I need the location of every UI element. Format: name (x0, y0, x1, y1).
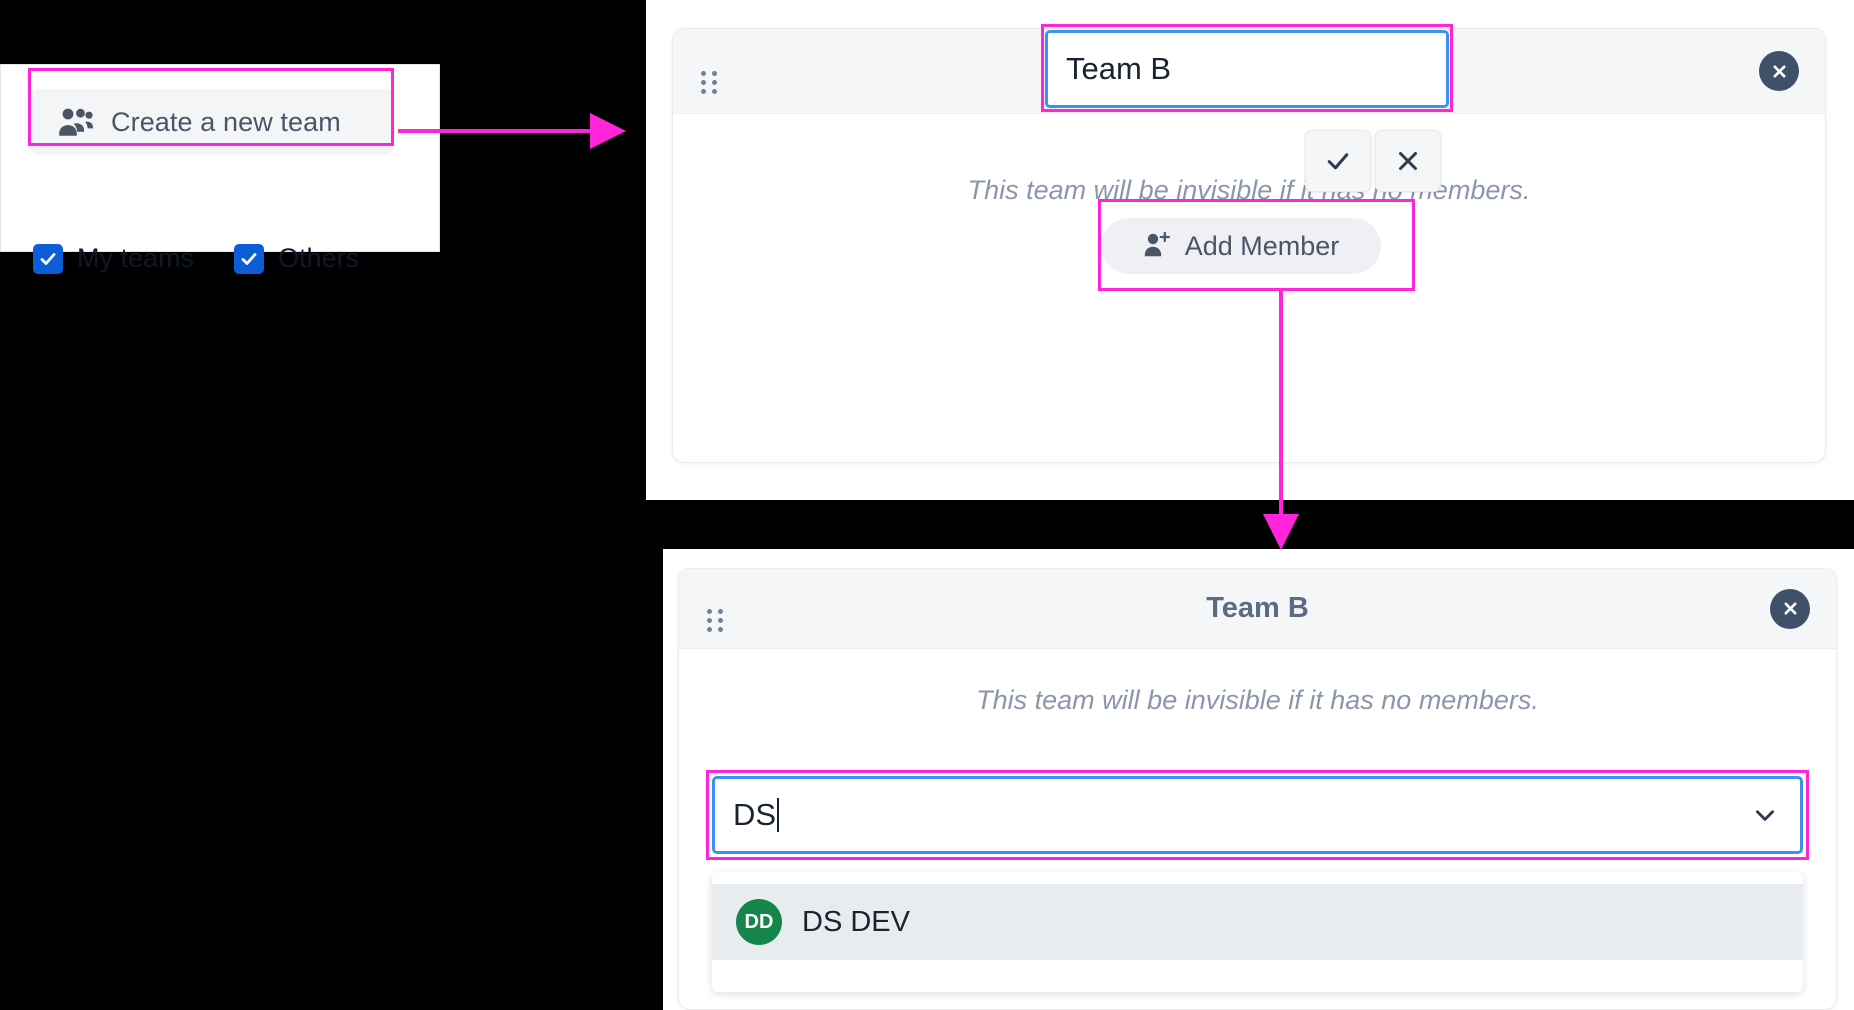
avatar: DD (736, 899, 782, 945)
check-icon (241, 252, 257, 265)
close-circle-icon[interactable] (1770, 588, 1810, 629)
team-name-input[interactable]: Team B (1045, 30, 1449, 108)
close-icon (1784, 602, 1796, 615)
close-icon (1773, 65, 1785, 77)
create-new-team-label: Create a new team (111, 106, 341, 137)
add-member-button[interactable]: Add Member (1101, 218, 1381, 274)
text-cursor (777, 798, 780, 832)
chevron-down-icon[interactable] (1752, 802, 1778, 828)
create-new-team-button[interactable]: Create a new team (31, 89, 393, 155)
teams-sidebar-panel: Create a new team My teams Others (0, 64, 440, 274)
x-icon (1399, 152, 1417, 170)
add-member-label: Add Member (1184, 230, 1340, 261)
member-search-input[interactable]: DS (712, 776, 1803, 854)
team-filter-row: My teams Others (33, 243, 385, 274)
page-title: Team B (1206, 592, 1309, 624)
checkbox-my-teams[interactable] (33, 243, 63, 274)
team-member-dialog-header: Team B (679, 569, 1836, 649)
team-visibility-hint: This team will be invisible if it has no… (976, 685, 1539, 715)
checkbox-others[interactable] (234, 243, 265, 274)
list-item[interactable]: DD DS DEV (712, 884, 1803, 960)
close-circle-icon[interactable] (1759, 51, 1799, 91)
checkbox-label-my-teams: My teams (77, 243, 195, 273)
people-icon (57, 107, 95, 137)
confirm-team-name-button[interactable] (1305, 130, 1371, 192)
member-search-value: DS (733, 797, 777, 832)
person-add-icon (1143, 231, 1171, 262)
check-icon (40, 252, 56, 265)
team-name-confirm-group (1305, 130, 1441, 192)
team-visibility-hint: This team will be invisible if it has no… (967, 175, 1531, 205)
member-dropdown-list: DD DS DEV (712, 872, 1803, 992)
cancel-team-name-button[interactable] (1375, 130, 1441, 192)
check-icon (1327, 153, 1349, 170)
checkbox-label-others: Others (278, 243, 360, 273)
list-item-label: DS DEV (802, 905, 910, 938)
